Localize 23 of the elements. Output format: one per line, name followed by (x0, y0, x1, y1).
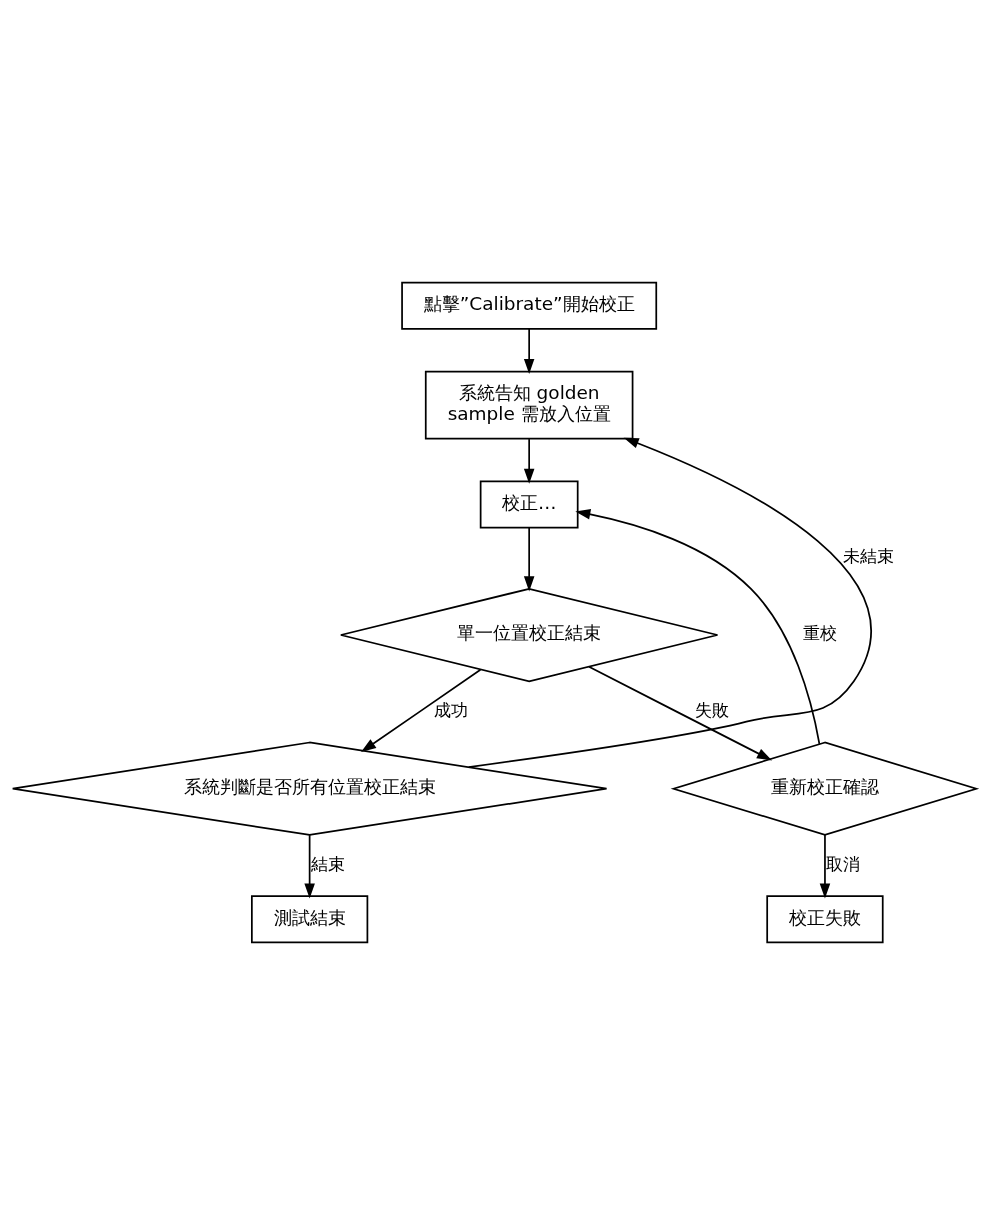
arrow (304, 833, 315, 899)
edge-label: 重校 (802, 622, 837, 643)
node-box: 校正失敗 (766, 894, 884, 943)
arrow (523, 437, 535, 484)
node-box: 校正… (479, 480, 579, 528)
arrow (361, 668, 482, 752)
edge-label: 成功 (434, 699, 469, 720)
node-diamond: 系統判斷是否所有位置校正結束 (11, 741, 608, 836)
arrow (575, 508, 821, 745)
arrow (588, 665, 772, 760)
arrow (467, 437, 872, 768)
node-box: 系統告知 golden sample 需放入位置 (424, 370, 634, 439)
edge-label: 失敗 (695, 699, 730, 720)
edge-label: 取消 (825, 853, 860, 874)
arrow (819, 833, 831, 899)
edge-label: 結束 (310, 853, 345, 874)
node-diamond: 重新校正確認 (670, 741, 980, 836)
edge-label: 未結束 (843, 545, 895, 566)
node-box: 測試結束 (251, 894, 369, 943)
node-diamond: 單一位置校正結束 (339, 587, 719, 682)
arrow (523, 526, 535, 591)
arrow (523, 327, 535, 374)
node-box: 點擊”Calibrate”開始校正 (401, 281, 658, 330)
